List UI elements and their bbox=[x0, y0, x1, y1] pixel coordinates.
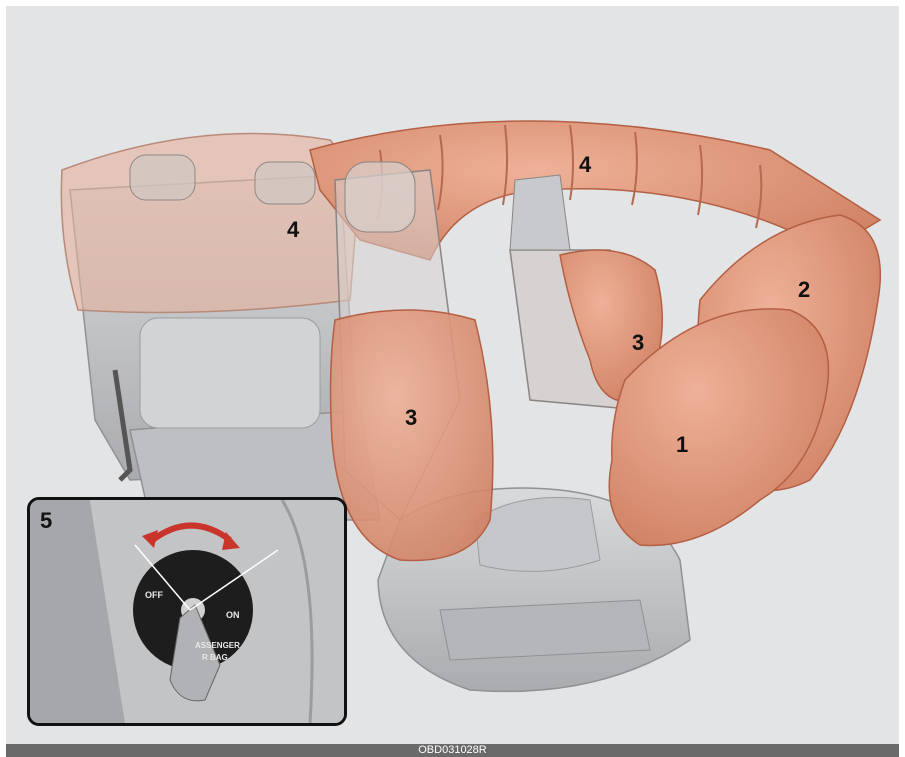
label-knee-airbag: 2 bbox=[798, 277, 810, 302]
side-airbag-driver bbox=[331, 310, 493, 561]
label-switch-inset: 5 bbox=[40, 508, 52, 534]
label-curtain-rear: 4 bbox=[287, 217, 300, 242]
switch-off-label: OFF bbox=[145, 590, 163, 600]
switch-on-label: ON bbox=[226, 610, 240, 620]
switch-text-line1: ASSENGER bbox=[195, 641, 240, 650]
label-front-airbag: 1 bbox=[676, 432, 688, 457]
caption-bar: OBD031028R bbox=[6, 744, 899, 757]
label-side-airbag-passenger: 3 bbox=[632, 330, 644, 355]
airbag-switch-inset: OFF ON ASSENGER R BAG 5 bbox=[27, 497, 347, 726]
switch-text-line2: R BAG bbox=[202, 653, 228, 662]
label-curtain-front: 4 bbox=[579, 152, 592, 177]
label-side-airbag-driver: 3 bbox=[405, 405, 417, 430]
figure-code: OBD031028R bbox=[6, 744, 899, 757]
